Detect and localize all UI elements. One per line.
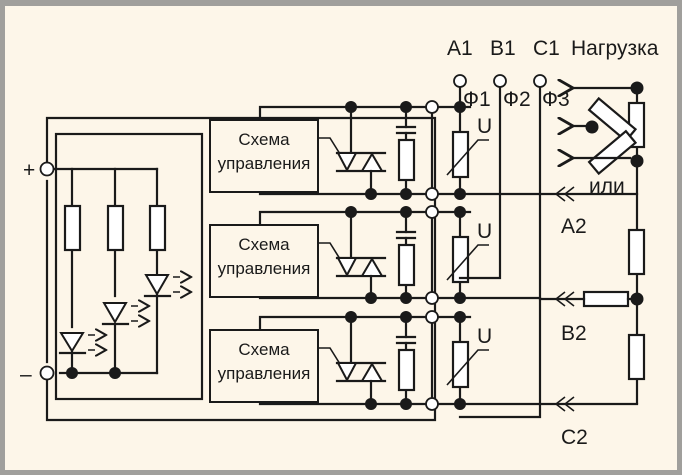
led-indicator-block — [45, 132, 204, 401]
label-phase-3: Ф3 — [542, 88, 570, 111]
rc-snubber — [395, 315, 417, 406]
label-load: Нагрузка — [571, 37, 659, 60]
varistor-label: U — [477, 220, 492, 243]
terminal-a1 — [453, 74, 467, 88]
varistor: U — [446, 105, 492, 196]
led-3 — [143, 275, 191, 296]
control-block-line1: Схема — [238, 340, 290, 359]
rc-snubber — [395, 105, 417, 196]
load-resistor-star-a — [627, 228, 646, 276]
plus-terminal — [39, 161, 55, 177]
label-b1: B1 — [490, 37, 516, 60]
label-phase-2: Ф2 — [503, 88, 531, 111]
varistor-label: U — [477, 325, 492, 348]
varistor: U — [446, 210, 492, 300]
outer-supply-loop — [45, 116, 437, 422]
control-circuit-block — [209, 329, 319, 403]
control-block-line1: Схема — [238, 235, 290, 254]
led-resistor-1 — [63, 204, 82, 252]
led-2 — [101, 303, 149, 324]
label-or: или — [589, 175, 625, 198]
led-resistor-2 — [106, 204, 125, 252]
control-block-line2: управления — [218, 364, 311, 383]
varistor-label: U — [477, 115, 492, 138]
output-connector-c2 — [538, 396, 639, 412]
control-circuit-block — [209, 224, 319, 298]
minus-terminal — [39, 365, 55, 381]
terminal-c1 — [533, 74, 547, 88]
phase-wires — [458, 86, 542, 419]
load-resistor-delta-2 — [587, 96, 638, 143]
load-resistor-star-c — [627, 333, 646, 381]
output-connector-a2 — [538, 186, 639, 202]
control-block-line2: управления — [218, 154, 311, 173]
control-block-line1: Схема — [238, 130, 290, 149]
load-network: или — [573, 82, 646, 405]
control-block-line2: управления — [218, 259, 311, 278]
led-1 — [58, 333, 106, 353]
triac — [318, 210, 387, 300]
label-a1: A1 — [447, 37, 473, 60]
channel-3: Схема управления U — [209, 310, 542, 411]
plus-label: + — [23, 159, 35, 182]
terminal-b1 — [493, 74, 507, 88]
channel-2: Схема управления U — [209, 205, 542, 305]
led-resistor-3 — [148, 204, 167, 252]
label-a2: A2 — [561, 215, 587, 238]
minus-label: – — [20, 363, 32, 386]
varistor: U — [446, 315, 492, 406]
load-resistor-star-b — [582, 290, 630, 308]
channel-1: Схема управления U — [209, 100, 542, 201]
triac — [318, 105, 387, 196]
output-connector-b2 — [538, 291, 586, 307]
label-c2: C2 — [561, 426, 588, 449]
load-resistor-delta-3 — [587, 129, 638, 176]
label-c1: C1 — [533, 37, 560, 60]
label-phase-1: Ф1 — [463, 88, 491, 111]
triac — [318, 315, 387, 406]
rc-snubber — [395, 210, 417, 300]
label-b2: B2 — [561, 322, 587, 345]
control-circuit-block — [209, 119, 319, 193]
